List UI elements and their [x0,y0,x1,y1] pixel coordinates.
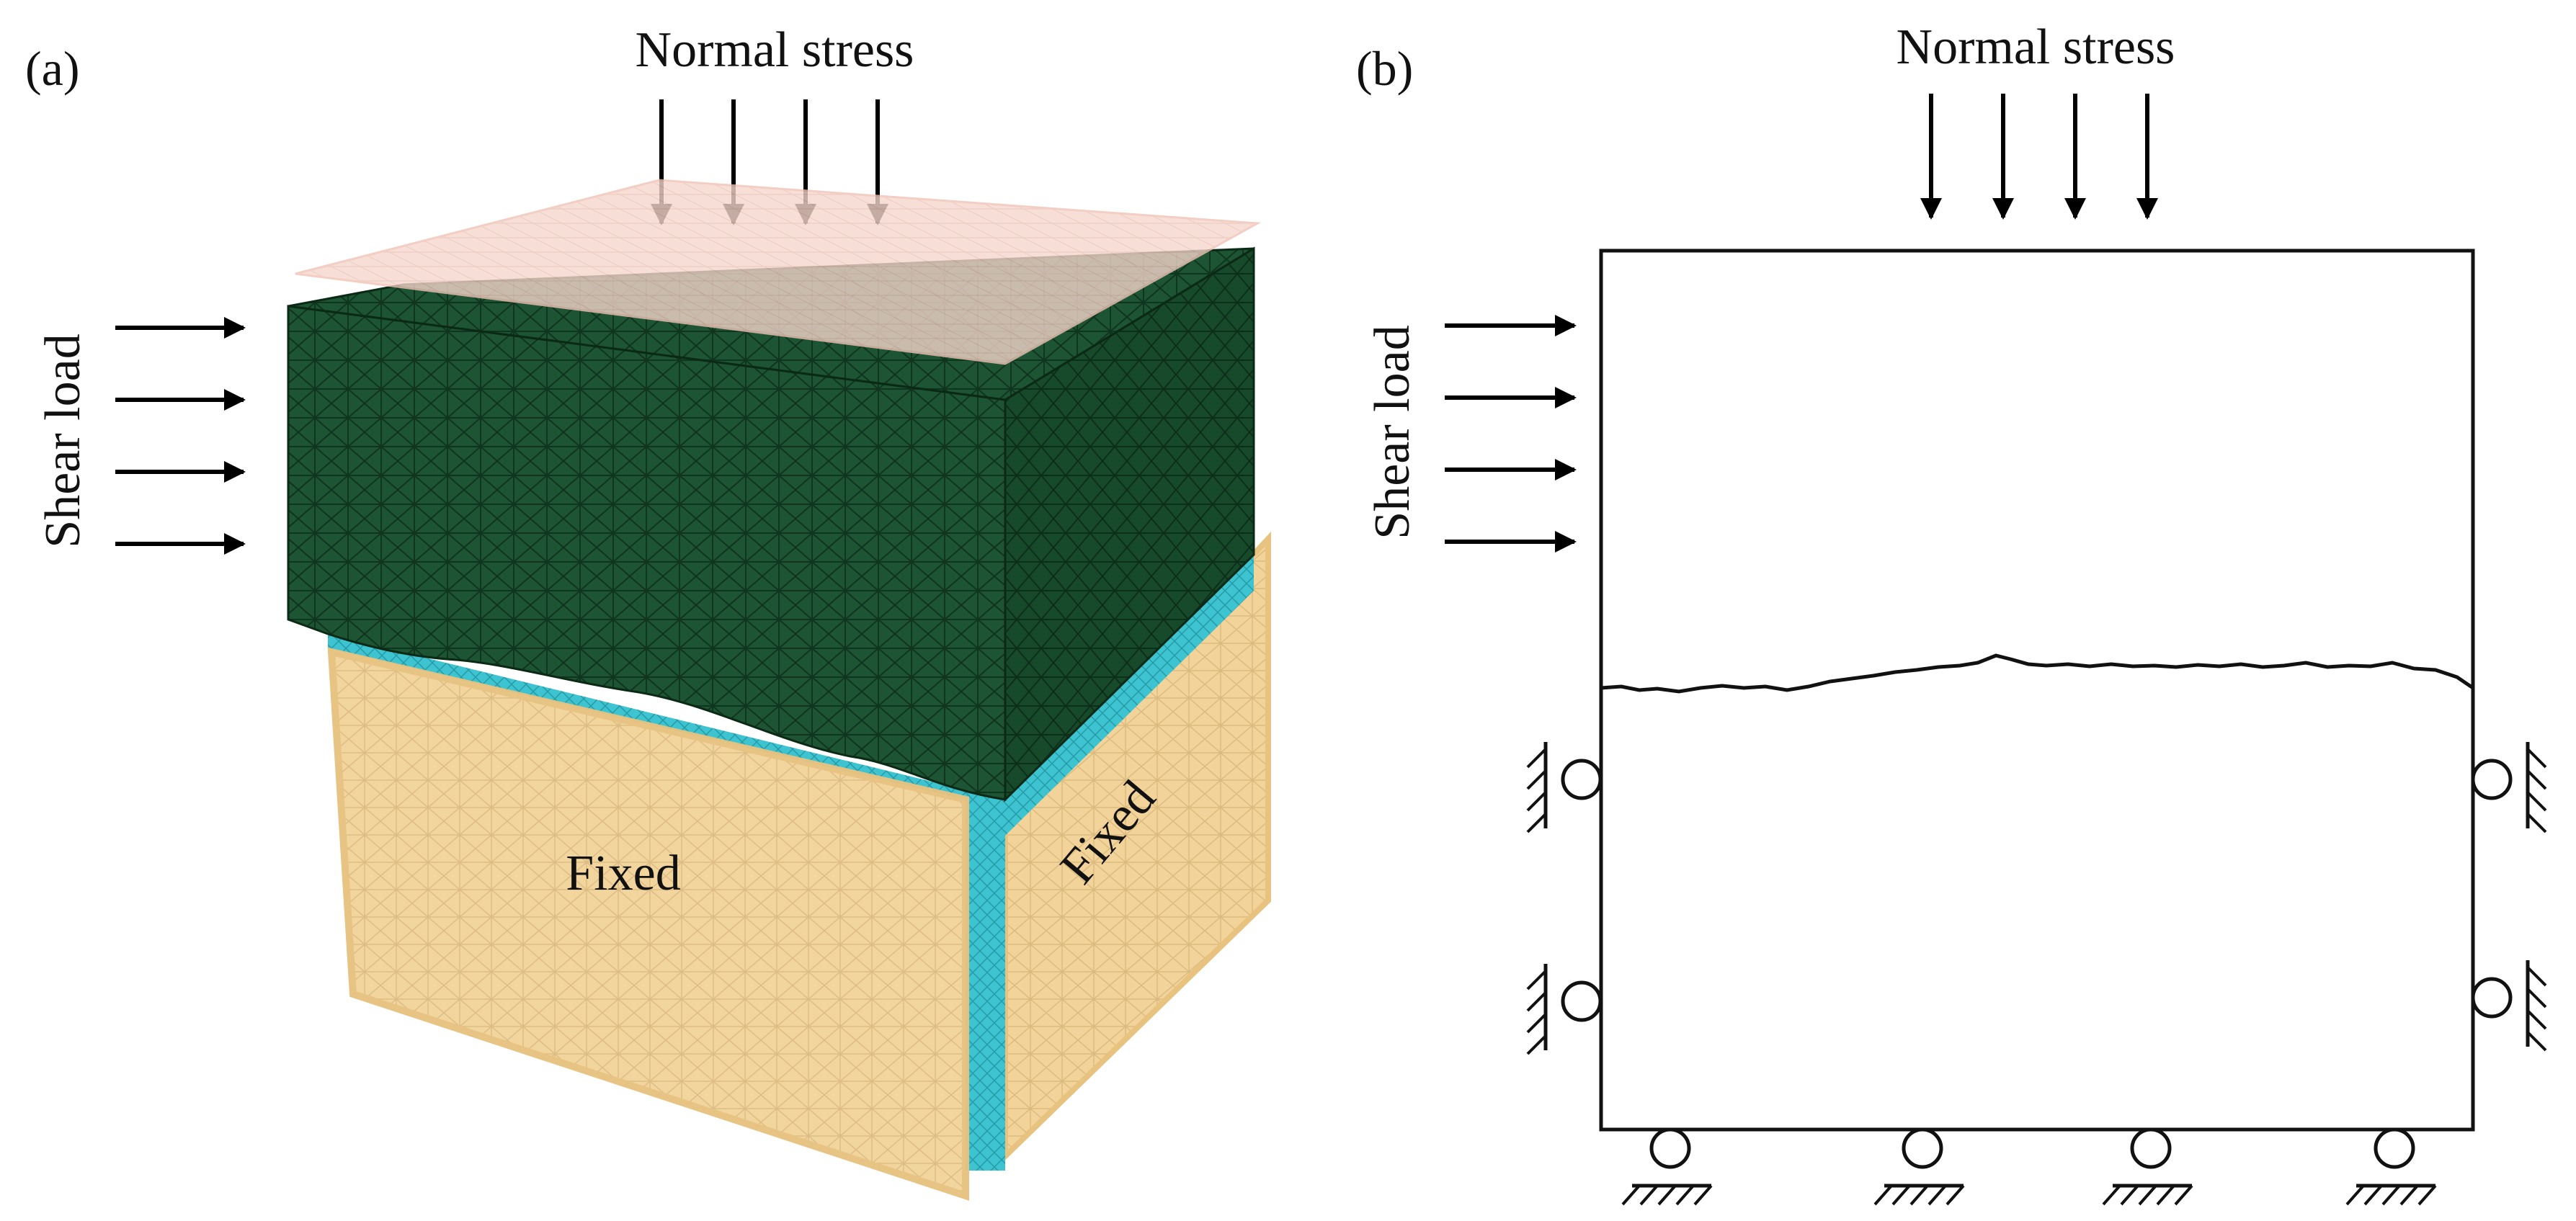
right-roller-support [2471,742,2547,833]
roller-icon [1561,980,1603,1022]
model-boundary [1599,249,2475,1132]
panel-b-normal-stress-label: Normal stress [1897,19,2175,75]
bottom-roller-support [2102,1127,2193,1206]
joint-profile [1600,653,2474,694]
roller-icon [1561,759,1603,800]
panel-b-label: (b) [1356,41,1413,96]
roller-icon [2471,759,2513,800]
panel-b-normal-stress-arrows [1920,94,2158,220]
upper-block-front-face [287,305,1007,801]
left-roller-support [1526,964,1603,1055]
panel-a-shear-load-label: Shear load [35,334,91,547]
panel-b: (b) Normal stress Shear load [1356,19,2547,1206]
panel-a-label: (a) [25,41,79,96]
bottom-roller-support [2345,1127,2437,1206]
roller-icon [1649,1127,1691,1169]
roller-icon [2471,977,2513,1019]
roller-icon [2130,1127,2172,1169]
loading-plate [295,179,1262,365]
panel-a: (a) Normal stress Shear load Fixed [25,22,1271,1201]
panel-b-shear-load-arrows [1445,315,1577,553]
panel-a-fixed-front-label: Fixed [566,846,680,901]
right-roller-support [2471,960,2547,1052]
roller-icon [1902,1127,1943,1169]
bottom-roller-support [1873,1127,1965,1206]
panel-a-normal-stress-label: Normal stress [636,22,914,78]
panel-a-shear-load-arrows [115,317,246,555]
panel-b-shear-load-label: Shear load [1365,325,1420,539]
bottom-roller-support [1621,1127,1713,1206]
front-fixed-plate [327,647,969,1201]
roller-icon [2374,1127,2415,1169]
left-roller-support [1526,742,1603,833]
